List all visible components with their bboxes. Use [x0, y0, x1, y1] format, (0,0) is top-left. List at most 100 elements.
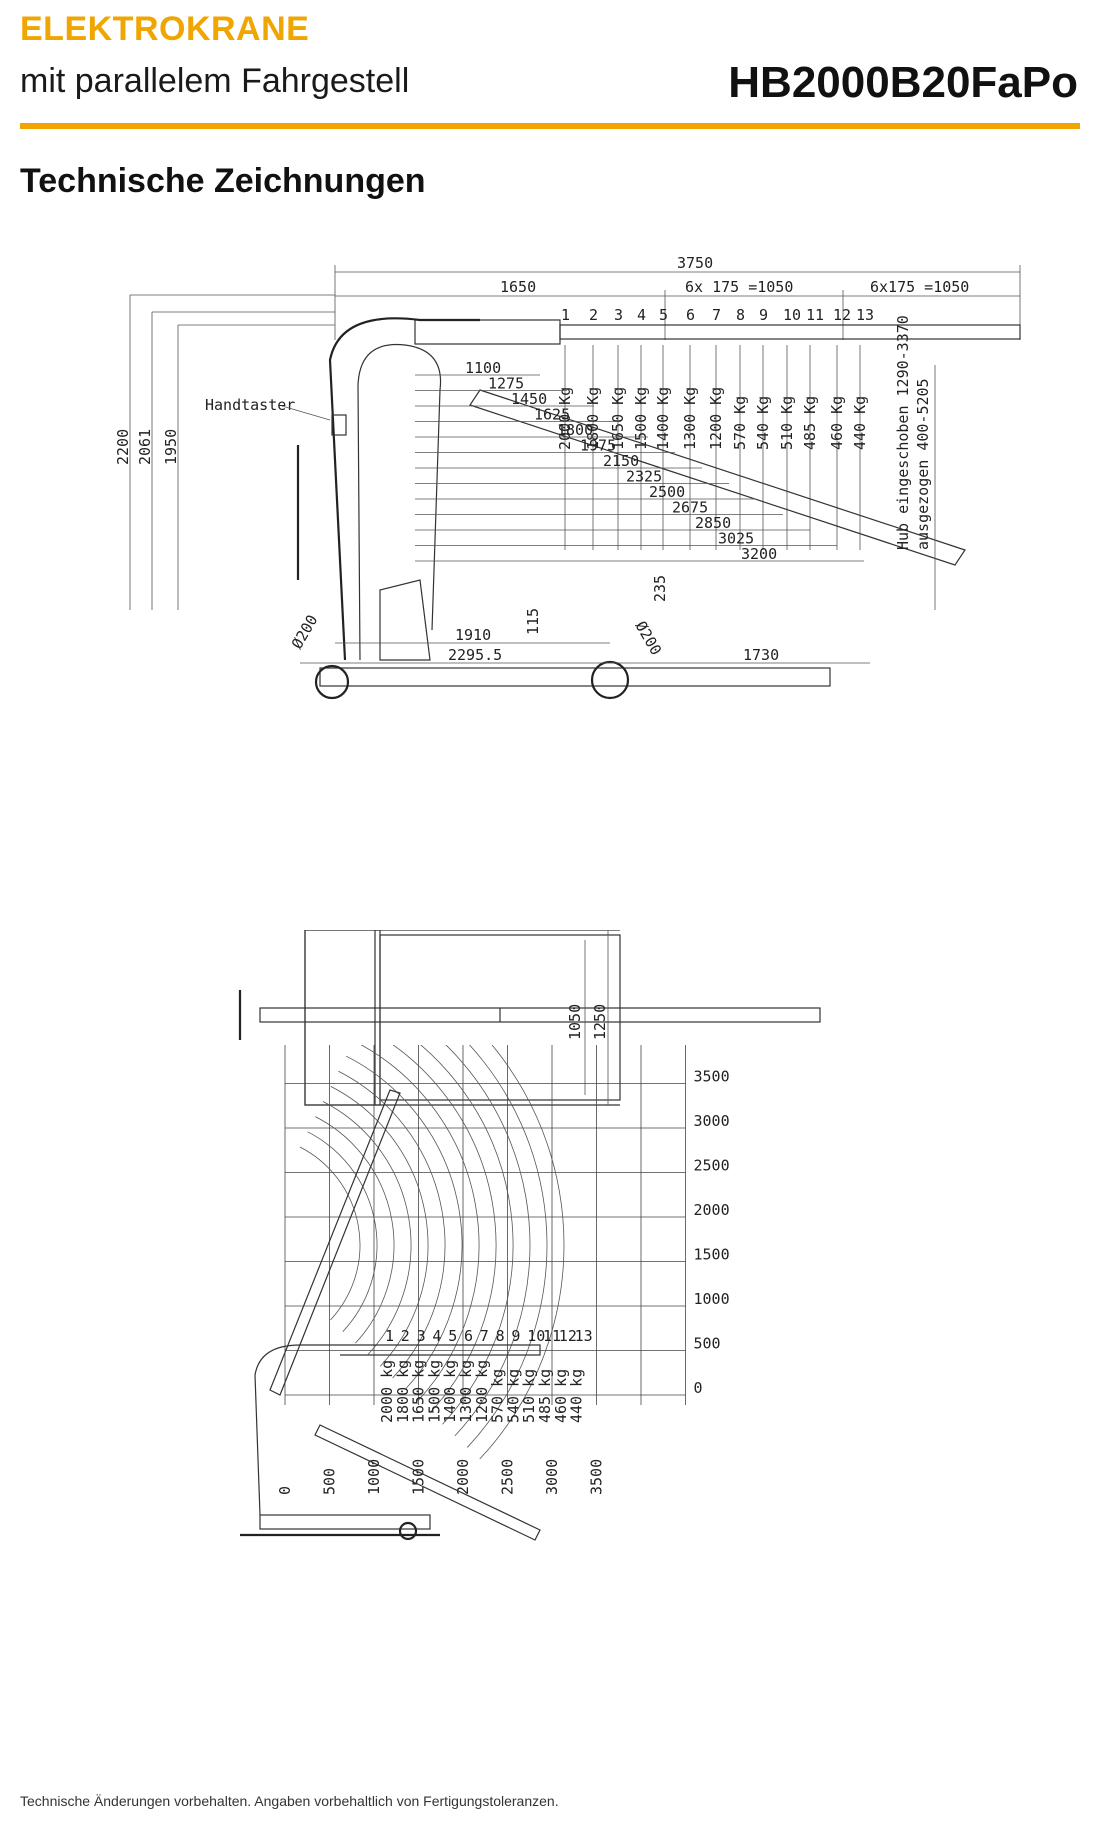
top-view-drawing: 1050 1250	[238, 930, 821, 1106]
dim-overhang: 1730	[743, 646, 779, 664]
range-pos-1: 1	[385, 1327, 394, 1345]
range-grid	[284, 1045, 686, 1405]
x-tick-2500: 2500	[499, 1459, 517, 1495]
load-label-12: 460 Kg	[828, 396, 846, 450]
range-pos-13: 13	[575, 1327, 593, 1345]
hook-pos-5: 5	[659, 306, 668, 324]
load-label-9: 540 Kg	[754, 396, 772, 450]
range-load-9: 540 kg	[504, 1369, 522, 1423]
raised-boom	[269, 1089, 401, 1396]
reach-1450: 1450	[511, 390, 547, 408]
y-tick-0: 0	[694, 1379, 703, 1397]
y-tick-1000: 1000	[694, 1290, 730, 1308]
range-pos-11: 11	[543, 1327, 561, 1345]
load-label-7: 1200 Kg	[707, 387, 725, 450]
range-load-6: 1300 kg	[457, 1360, 475, 1423]
range-pos-7: 7	[480, 1327, 489, 1345]
load-label-5: 1400 Kg	[654, 387, 672, 450]
range-pos-4: 4	[432, 1327, 441, 1345]
range-pos-5: 5	[448, 1327, 457, 1345]
x-tick-3000: 3000	[543, 1459, 561, 1495]
hook-pos-11: 11	[806, 306, 824, 324]
range-load-1: 2000 kg	[378, 1360, 396, 1423]
dim-total: 3750	[677, 254, 713, 272]
reach-labels: 1100127514501625180019752150232525002675…	[465, 359, 777, 563]
reach-1975: 1975	[580, 437, 616, 455]
range-load-2: 1800 kg	[394, 1360, 412, 1423]
handtaster-label: Handtaster	[205, 396, 295, 414]
load-label-11: 485 Kg	[801, 396, 819, 450]
load-label-13: 440 Kg	[851, 396, 869, 450]
reach-2675: 2675	[672, 499, 708, 517]
reach-2850: 2850	[695, 514, 731, 532]
range-load-8: 570 kg	[489, 1369, 507, 1423]
dim-1050: 1050	[566, 1004, 584, 1040]
y-tick-500: 500	[694, 1335, 721, 1353]
x-tick-3500: 3500	[588, 1459, 606, 1495]
hook-pos-3: 3	[614, 306, 623, 324]
dim-total-base: 2295.5	[448, 646, 502, 664]
rear-wheel	[398, 1521, 418, 1541]
range-diagram: 0500100015002000250030003500400045005000…	[240, 1045, 730, 1541]
x-tick-0: 0	[276, 1486, 294, 1495]
dim-clearance: 115	[524, 608, 542, 635]
y-tick-1500: 1500	[694, 1246, 730, 1264]
range-load-10: 510 kg	[520, 1369, 538, 1423]
hook-pos-13: 13	[856, 306, 874, 324]
y-tick-3000: 3000	[694, 1112, 730, 1130]
load-label-8: 570 Kg	[731, 396, 749, 450]
x-tick-2000: 2000	[454, 1459, 472, 1495]
crane-base	[259, 1514, 431, 1530]
reach-3200: 3200	[741, 545, 777, 563]
load-label-4: 1500 Kg	[632, 387, 650, 450]
hook-pos-4: 4	[637, 306, 646, 324]
x-tick-1000: 1000	[365, 1459, 383, 1495]
section-title: Technische Zeichnungen	[20, 162, 426, 200]
dim-first: 1650	[500, 278, 536, 296]
hook-pos-12: 12	[833, 306, 851, 324]
reach-3025: 3025	[718, 530, 754, 548]
hook-pos-7: 7	[712, 306, 721, 324]
y-tick-3500: 3500	[694, 1068, 730, 1086]
load-label-6: 1300 Kg	[681, 387, 699, 450]
reach-1625: 1625	[534, 406, 570, 424]
range-pos-9: 9	[511, 1327, 520, 1345]
hub-line1: Hub eingeschoben 1290-3370	[894, 315, 912, 550]
crane-column	[254, 1344, 541, 1516]
hook-pos-8: 8	[736, 306, 745, 324]
hook-pos-9: 9	[759, 306, 768, 324]
reach-2150: 2150	[603, 452, 639, 470]
range-pos-10: 10	[527, 1327, 545, 1345]
range-y-tick-labels: 0500100015002000250030003500400045005000…	[694, 1068, 730, 1398]
header-rule	[20, 123, 1080, 129]
y-tick-2000: 2000	[694, 1201, 730, 1219]
range-load-5: 1400 kg	[441, 1360, 459, 1423]
dim-mid: 6x 175 =1050	[685, 278, 793, 296]
range-pos-6: 6	[464, 1327, 473, 1345]
hook-pos-10: 10	[783, 306, 801, 324]
subtitle: mit parallelem Fahrgestell	[20, 62, 410, 100]
footer-note: Technische Änderungen vorbehalten. Angab…	[20, 1793, 559, 1809]
hook-pos-6: 6	[686, 306, 695, 324]
height-2200: 2200	[114, 429, 132, 465]
range-load-12: 460 kg	[552, 1369, 570, 1423]
height-2061: 2061	[136, 429, 154, 465]
range-arcs	[299, 1045, 565, 1460]
height-1950: 1950	[162, 429, 180, 465]
range-load-13: 440 kg	[568, 1369, 586, 1423]
range-load-4: 1500 kg	[425, 1360, 443, 1423]
range-load-11: 485 kg	[536, 1369, 554, 1423]
dim-1250: 1250	[591, 1004, 609, 1040]
dim-base: 1910	[455, 626, 491, 644]
load-label-2: 1800 Kg	[584, 387, 602, 450]
range-pos-3: 3	[417, 1327, 426, 1345]
x-tick-500: 500	[321, 1468, 339, 1495]
reach-1275: 1275	[488, 375, 524, 393]
lowered-boom	[314, 1424, 541, 1541]
